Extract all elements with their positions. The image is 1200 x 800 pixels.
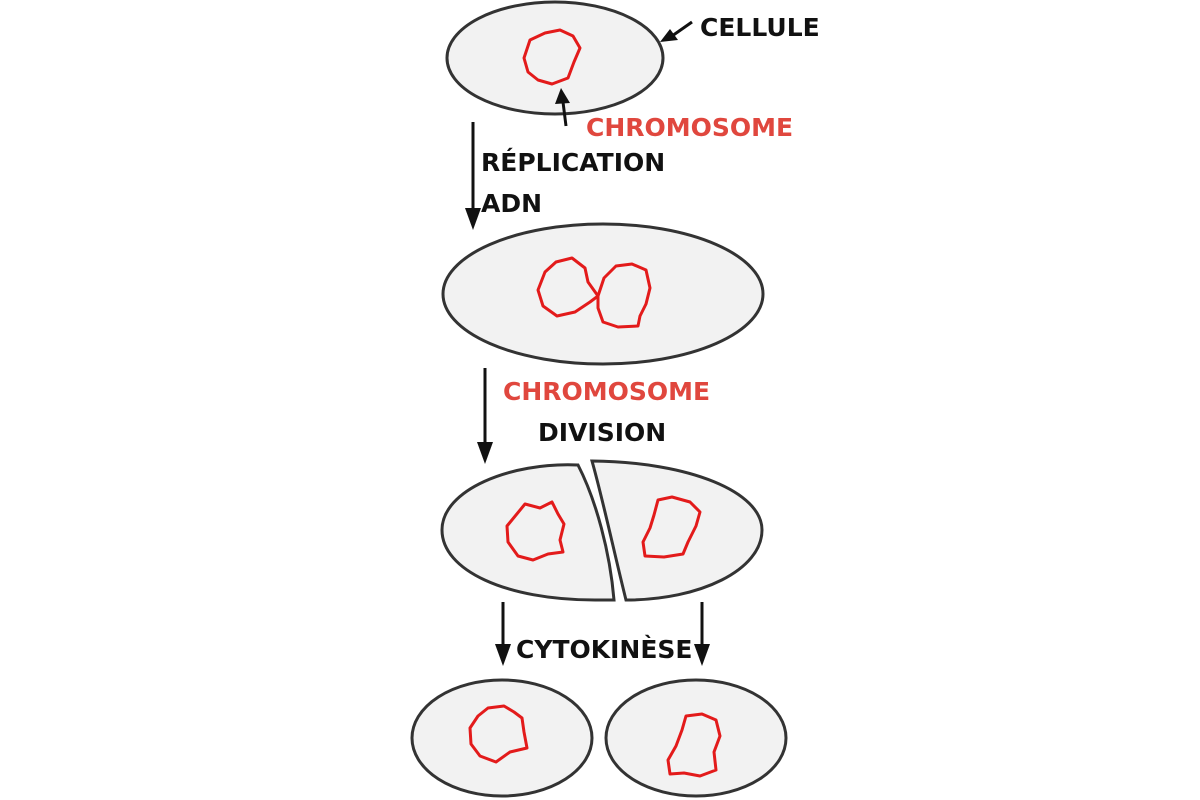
replication-arrowhead	[465, 208, 481, 230]
division-arrowhead	[477, 442, 493, 464]
chromosome-loop-left	[505, 500, 566, 562]
cell-body	[445, 0, 665, 116]
cytokinesis-arrowhead-right	[694, 644, 710, 666]
cell-pointer-arrowhead	[660, 29, 678, 42]
chromosome-loop-right	[596, 262, 652, 329]
cytokinesis-label: CYTOKINÈSE	[516, 635, 693, 664]
cell-body	[441, 222, 765, 366]
stage-3-cell	[440, 459, 764, 602]
division-label-line1: CHROMOSOME	[503, 377, 710, 406]
cell-label: CELLULE	[700, 13, 820, 42]
stage-1-cell	[445, 0, 665, 116]
chromosome-pointer-arrowhead	[555, 88, 570, 104]
stage-4-daughter-cell-right	[604, 678, 788, 798]
chromosome-loop-right	[641, 495, 702, 559]
stage-2-cell	[441, 222, 765, 366]
cell-body	[604, 678, 788, 798]
chromosome-loop	[666, 712, 722, 778]
dividing-cell-right-half	[590, 459, 764, 602]
stage-4-daughter-cell-left	[410, 678, 594, 798]
cell-body	[410, 678, 594, 798]
cell-pointer-line	[671, 20, 693, 38]
cytokinesis-arrowhead-left	[495, 644, 511, 666]
dividing-cell-left-half	[440, 463, 616, 602]
replication-label-line1: RÉPLICATION	[481, 148, 665, 177]
chromosome-loop-left	[536, 256, 600, 318]
replication-label-line2: ADN	[481, 189, 542, 218]
chromosome-pointer-line	[561, 101, 568, 127]
division-label-line2: DIVISION	[538, 418, 666, 447]
chromosome-loop	[468, 704, 529, 764]
chromosome-label: CHROMOSOME	[586, 113, 793, 142]
chromosome-loop	[522, 28, 582, 86]
